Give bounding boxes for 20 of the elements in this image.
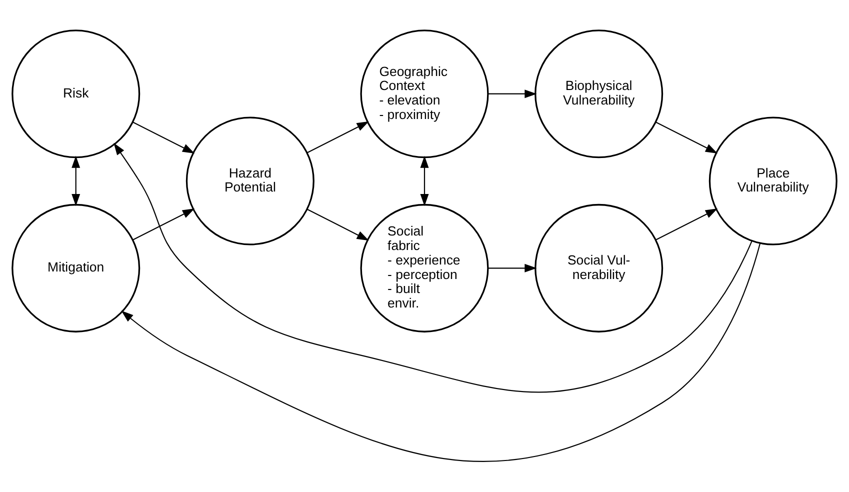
node-circle: Risk: [12, 30, 140, 158]
arrow: [488, 90, 537, 98]
arrow: [306, 208, 369, 241]
arrow: [656, 122, 718, 154]
arrow: [114, 142, 752, 393]
arrow: [72, 156, 80, 206]
node-circle: Social Vul- nerability: [534, 204, 664, 332]
arrow: [132, 208, 195, 240]
arrow: [656, 208, 718, 240]
arrow: [132, 122, 195, 154]
node-circle: Social fabric - experience - perception - built envir.: [360, 204, 489, 332]
node-circle: Mitigation: [12, 204, 140, 332]
node-circle: Biophysical Vulnerability: [534, 30, 664, 158]
node-circle: Geographic Context - elevation - proximity: [360, 30, 489, 158]
node-circle: Hazard Potential: [186, 116, 314, 246]
arrow: [306, 121, 369, 154]
arrow: [121, 243, 761, 462]
arrow: [488, 264, 537, 272]
node-circle: Place Vulnerability: [708, 116, 838, 246]
arrow: [420, 156, 429, 206]
